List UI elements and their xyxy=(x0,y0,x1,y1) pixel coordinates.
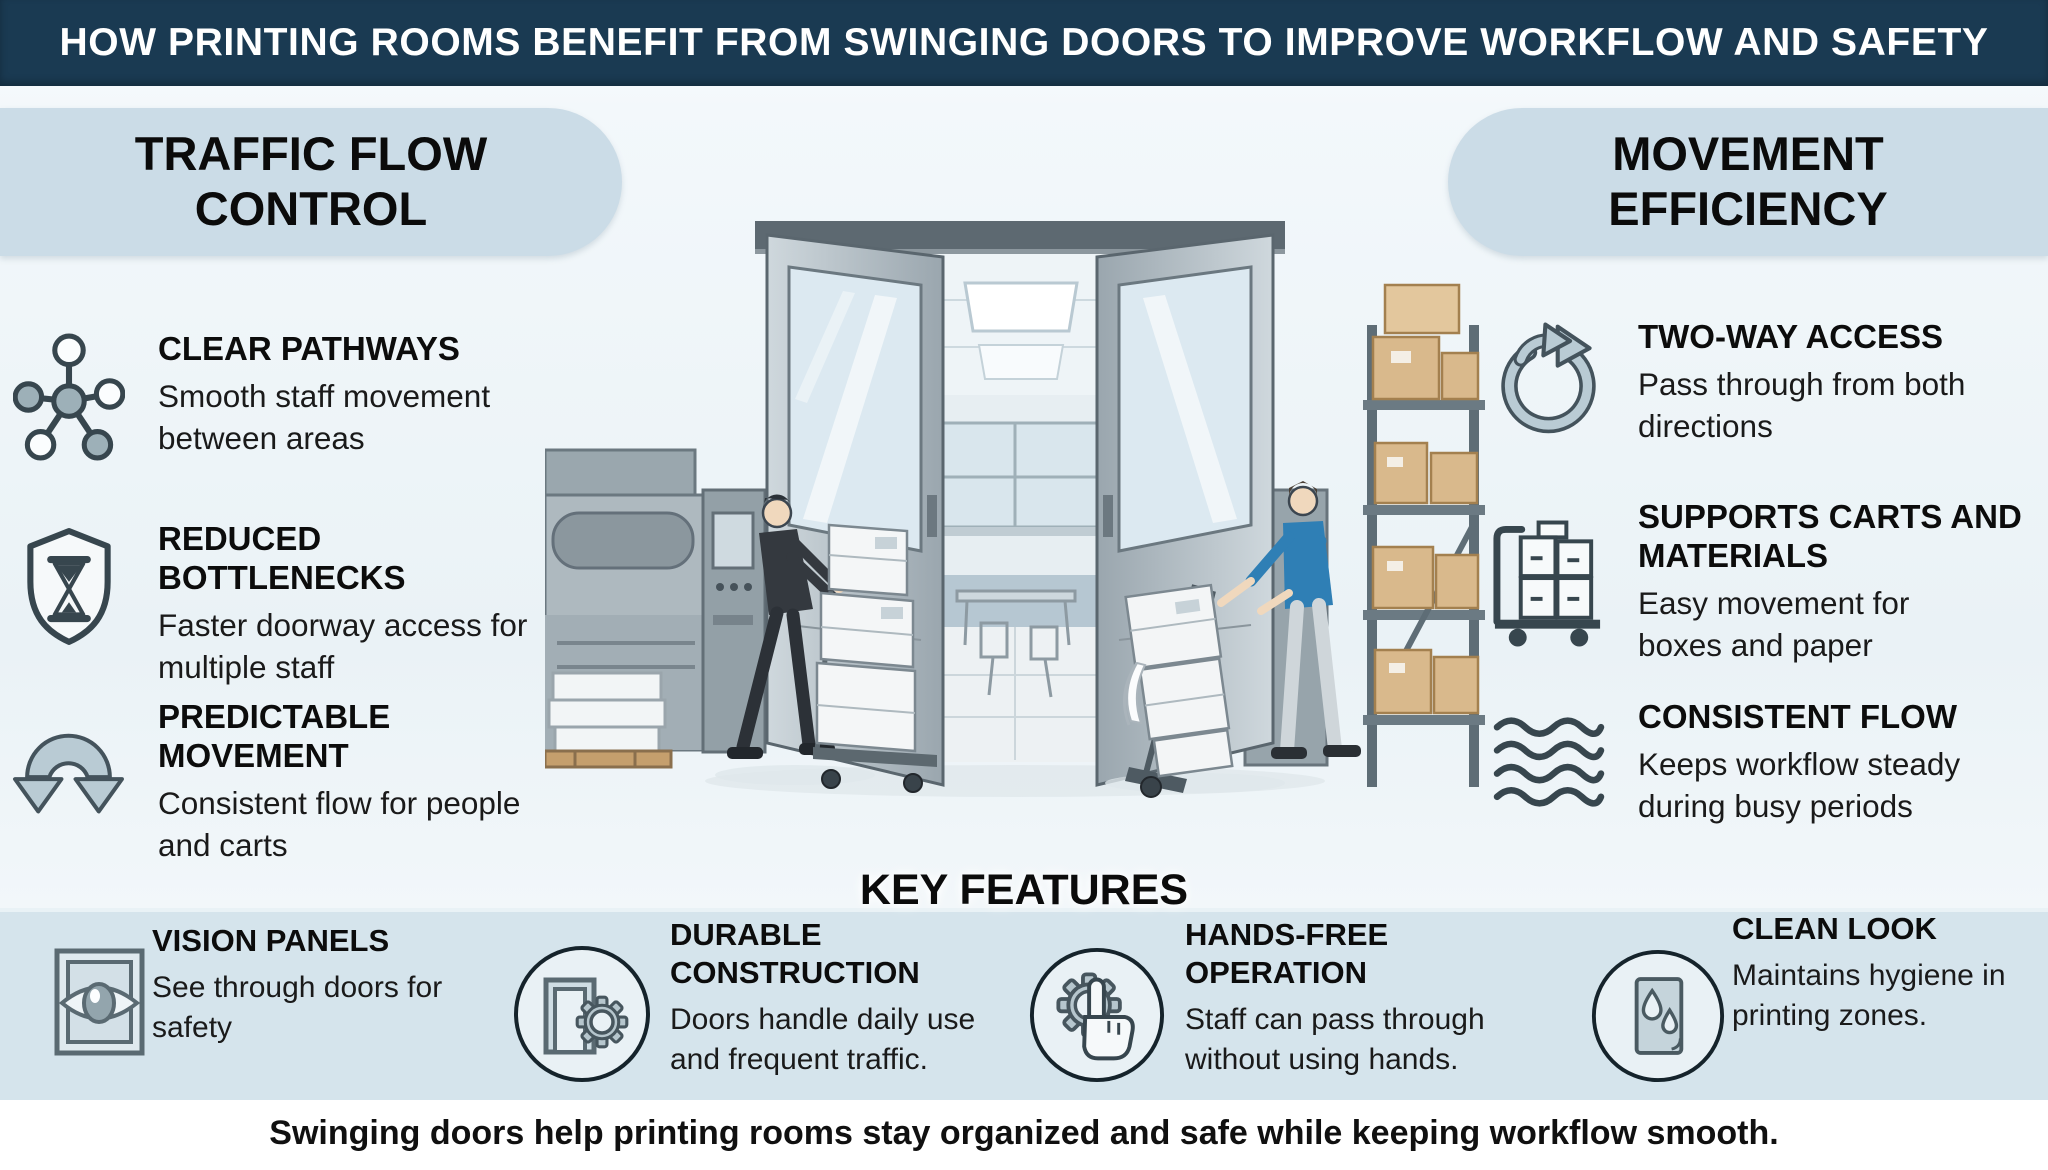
feature-desc: See through doors for safety xyxy=(152,970,443,1044)
item-title: CLEAR PATHWAYS xyxy=(158,330,460,367)
u-turn-arrows-icon xyxy=(6,698,132,816)
list-item-supports-carts: SUPPORTS CARTS AND MATERIALS Easy moveme… xyxy=(1486,498,2048,667)
hand-gear-icon xyxy=(1028,946,1166,1089)
list-item-reduced-bottlenecks: REDUCED BOTTLENECKS Faster doorway acces… xyxy=(6,520,572,689)
item-desc: Faster doorway access for multiple staff xyxy=(158,606,528,685)
circular-arrows-icon xyxy=(1486,318,1612,442)
list-item-clear-pathways: CLEAR PATHWAYS Smooth staff movement bet… xyxy=(6,330,572,462)
key-features-title: KEY FEATURES xyxy=(859,866,1189,914)
item-desc: Smooth staff movement between areas xyxy=(158,377,491,456)
door-gear-icon xyxy=(512,944,652,1089)
feature-desc: Doors handle daily use and frequent traf… xyxy=(670,1002,976,1076)
item-title: SUPPORTS CARTS AND MATERIALS xyxy=(1638,498,2022,574)
feature-title: VISION PANELS xyxy=(152,923,390,958)
movement-efficiency-pill: MOVEMENT EFFICIENCY xyxy=(1448,108,2048,256)
footer-text: Swinging doors help printing rooms stay … xyxy=(269,1113,1779,1152)
item-desc: Pass through from both directions xyxy=(1638,365,1966,444)
item-title: TWO-WAY ACCESS xyxy=(1638,318,1943,355)
left-section-title: TRAFFIC FLOW CONTROL xyxy=(134,127,488,235)
cart-boxes-icon xyxy=(1486,498,1612,650)
vision-panel-eye-icon xyxy=(52,946,147,1063)
footer-bar: Swinging doors help printing rooms stay … xyxy=(0,1096,2048,1170)
list-item-two-way-access: TWO-WAY ACCESS Pass through from both di… xyxy=(1486,318,2048,448)
shield-hourglass-icon xyxy=(6,520,132,648)
item-title: CONSISTENT FLOW xyxy=(1638,698,1957,735)
feature-clean-look: CLEAN LOOK Maintains hygiene in printing… xyxy=(1732,910,2048,1036)
feature-durable-construction: DURABLE CONSTRUCTION Doors handle daily … xyxy=(670,916,1070,1079)
feature-desc: Maintains hygiene in printing zones. xyxy=(1732,958,2006,1032)
item-desc: Easy movement for boxes and paper xyxy=(1638,584,1910,663)
storage-shelf xyxy=(1363,283,1485,787)
platform-cart-with-boxes xyxy=(813,523,937,793)
worker-right xyxy=(1217,481,1361,759)
network-nodes-icon xyxy=(6,330,132,462)
feature-title: DURABLE CONSTRUCTION xyxy=(670,917,920,990)
right-section-title: MOVEMENT EFFICIENCY xyxy=(1608,127,1888,235)
item-title: REDUCED BOTTLENECKS xyxy=(158,520,406,596)
feature-vision-panels: VISION PANELS See through doors for safe… xyxy=(152,922,462,1048)
header-banner: HOW PRINTING ROOMS BENEFIT FROM SWINGING… xyxy=(0,0,2048,86)
feature-hands-free-operation: HANDS-FREE OPERATION Staff can pass thro… xyxy=(1185,916,1580,1079)
item-title: PREDICTABLE MOVEMENT xyxy=(158,698,391,774)
droplets-door-icon xyxy=(1590,948,1726,1089)
list-item-predictable-movement: PREDICTABLE MOVEMENT Consistent flow for… xyxy=(6,698,582,867)
waves-icon xyxy=(1486,698,1612,810)
page-title: HOW PRINTING ROOMS BENEFIT FROM SWINGING… xyxy=(59,21,1989,64)
swinging-doors-illustration xyxy=(545,221,1485,798)
traffic-flow-control-pill: TRAFFIC FLOW CONTROL xyxy=(0,108,622,256)
list-item-consistent-flow: CONSISTENT FLOW Keeps workflow steady du… xyxy=(1486,698,2048,828)
feature-title: CLEAN LOOK xyxy=(1732,911,1937,946)
item-desc: Keeps workflow steady during busy period… xyxy=(1638,745,1961,824)
feature-desc: Staff can pass through without using han… xyxy=(1185,1002,1485,1076)
paper-pallet xyxy=(545,671,673,769)
hand-truck-with-paper xyxy=(1105,583,1285,798)
feature-title: HANDS-FREE OPERATION xyxy=(1185,917,1389,990)
item-desc: Consistent flow for people and carts xyxy=(158,784,521,863)
